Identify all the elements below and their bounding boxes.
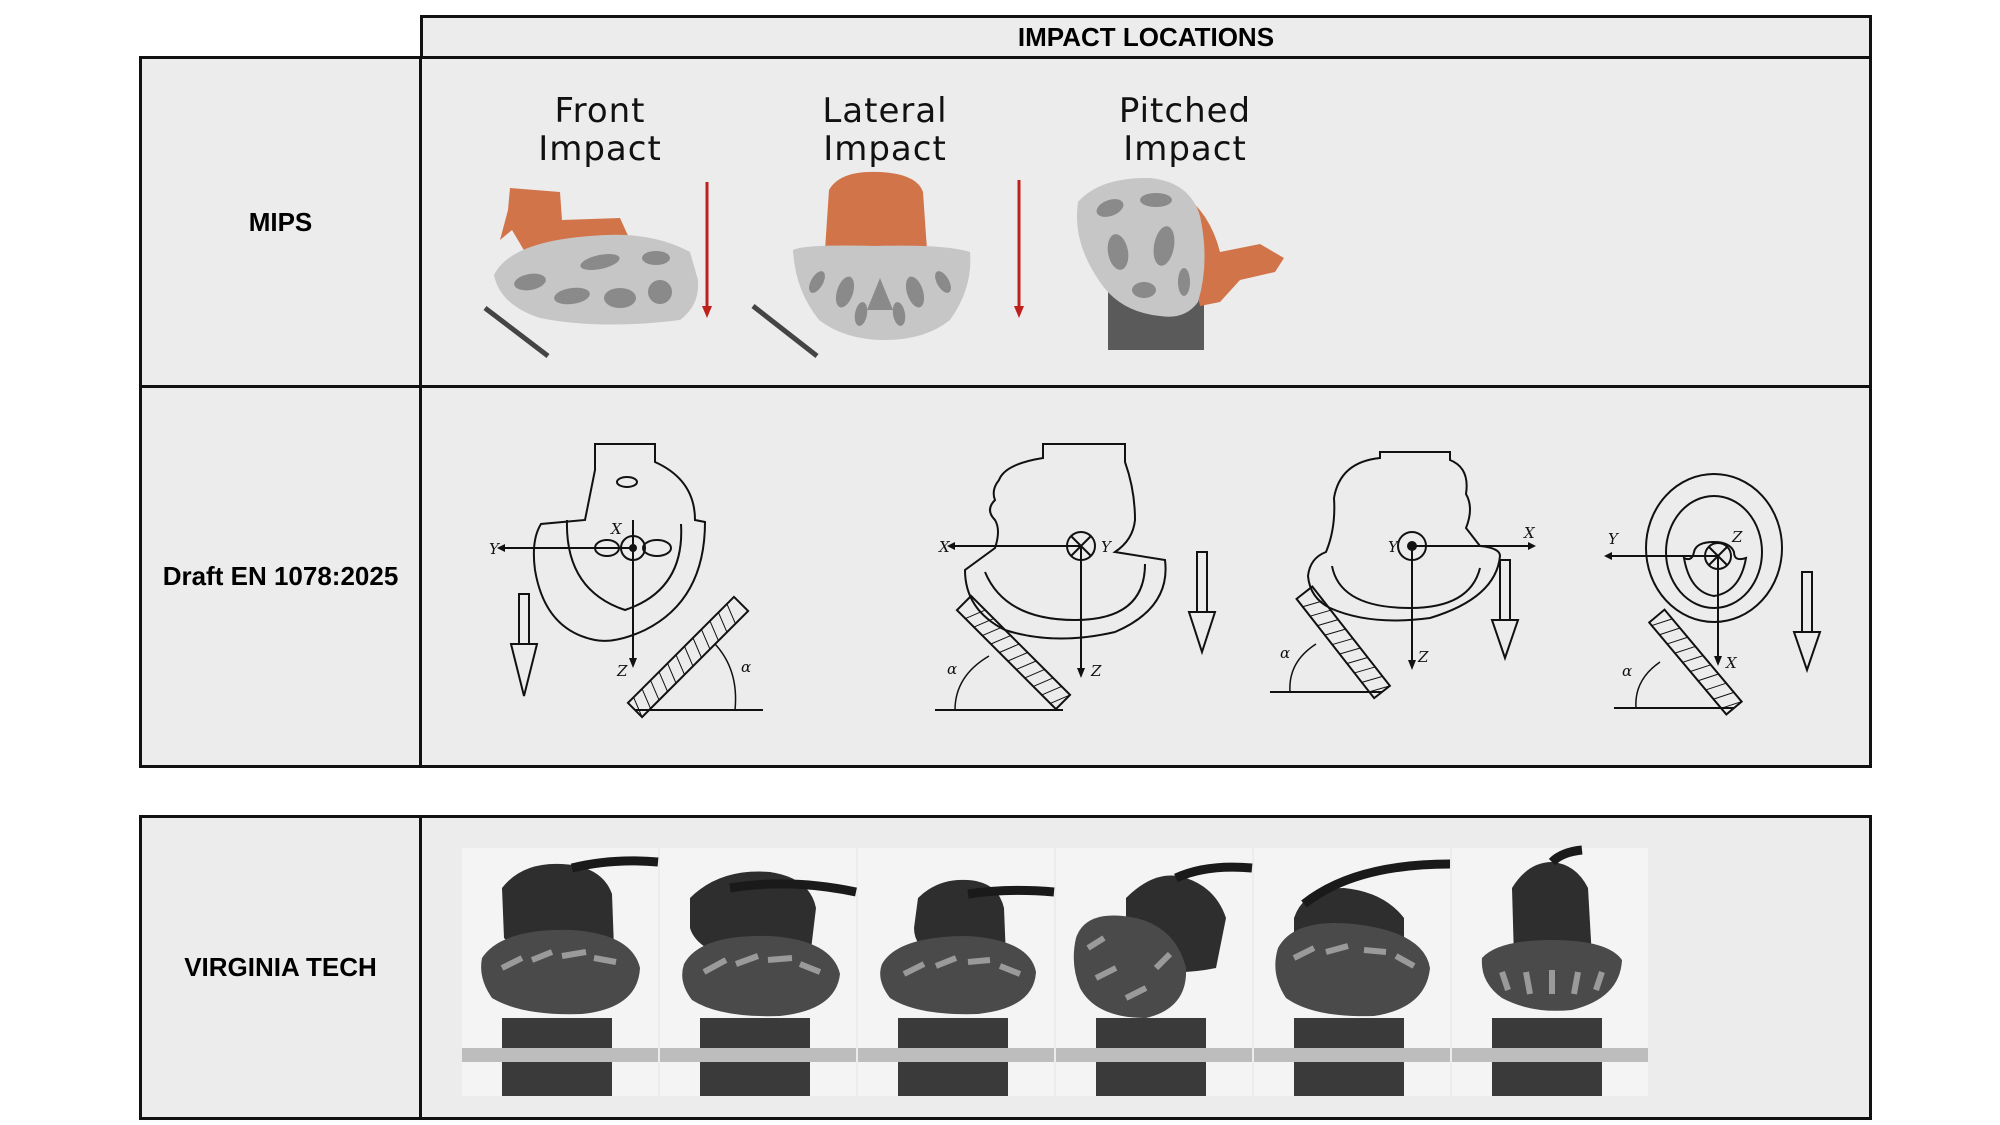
vt-photo-6 [1452,845,1648,1096]
vt-photo-2 [660,848,857,1096]
angle-label: α [1280,644,1290,662]
en1078-diagram-2: X Y Z α [935,443,1217,711]
vt-photo-3 [858,848,1055,1096]
column-divider [419,815,422,1120]
pitched-impact-illustration [1076,177,1284,350]
impact-label-pitched: Pitched Impact [1085,92,1285,168]
vt-photo-5 [1254,848,1451,1096]
en1078-diagram-3: Y X Z α [1270,451,1536,700]
axis-label-x: X [1523,524,1536,542]
en1078-diagram-4: Y Z X α [1604,473,1822,716]
lateral-impact-illustration [751,171,971,358]
axis-label-y: Y [1608,530,1620,548]
red-arrow-down-icon [1014,180,1024,318]
header-title: IMPACT LOCATIONS [1017,21,1275,52]
axis-label-z: Z [1731,528,1743,546]
axis-label-y: Y [489,540,501,558]
angle-label: α [741,658,751,676]
angle-label: α [1622,662,1632,680]
front-impact-illustration [483,188,699,358]
impact-label-front: Front Impact [500,92,700,168]
impact-label-lateral: Lateral Impact [785,92,985,168]
red-arrow-down-icon [702,182,712,318]
impact-label-line2: Impact [1123,129,1247,169]
impact-label-line1: Front [554,91,646,131]
impact-label-line2: Impact [538,129,662,169]
axis-label-z: Z [616,662,628,680]
angle-label: α [947,660,957,678]
axis-label-z: Z [1417,648,1429,666]
axis-label-z: Z [1090,662,1102,680]
row-label-virginia-tech: VIRGINIA TECH [184,952,377,982]
axis-label-x: X [938,538,951,556]
row-divider [139,385,1872,388]
axis-label-y: Y [1388,538,1400,556]
vt-photo-1 [462,848,659,1096]
axis-label-x: X [1725,654,1738,672]
row-label-mips: MIPS [248,206,313,237]
axis-label-x: X [610,520,623,538]
vt-photo-4 [1056,848,1253,1096]
impact-label-line1: Lateral [822,91,948,131]
en1078-diagram-1: Y X Z α [489,443,763,719]
axis-label-y: Y [1101,538,1113,556]
row-label-en1078: Draft EN 1078:2025 [162,561,399,591]
impact-label-line2: Impact [823,129,947,169]
impact-label-line1: Pitched [1118,91,1252,131]
column-divider [419,56,422,768]
